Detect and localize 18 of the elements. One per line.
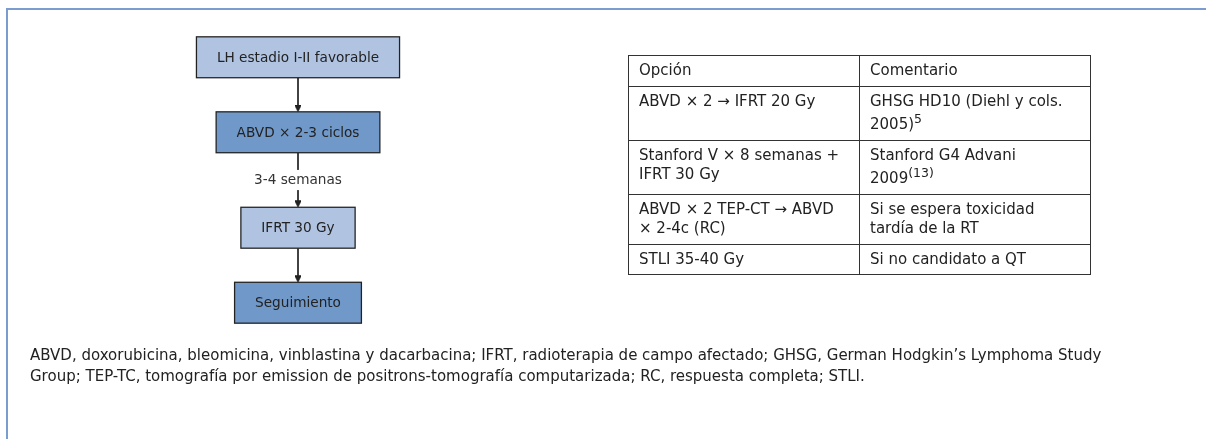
table-cell: Stanford V × 8 semanas + IFRT 30 Gy (628, 140, 860, 194)
table-cell: STLI 35-40 Gy (628, 244, 860, 275)
footnote-text: ABVD, doxorubicina, bleomicina, vinblastina y dacarbacina; IFRT, radioterapia de campo afectado; GHSG, German Hodgkin’s Lymphoma Study Group; TEP-TC, tomografía por emission de positrons-tomografía computarizada; RC, respuesta completa; STLI. (30, 345, 1103, 387)
table-cell: ABVD × 2 TEP-CT → ABVD × 2-4c (RC) (628, 194, 860, 244)
table-cell: Si se espera toxicidad tardía de la RT (859, 194, 1091, 244)
table-header: Opción (628, 55, 860, 86)
table-cell: ABVD × 2 → IFRT 20 Gy (628, 86, 860, 140)
table-cell: Stanford G4 Advani 2009$^{(13)}$ (859, 140, 1091, 194)
arrow (294, 247, 302, 283)
table-header: Comentario (859, 55, 1091, 86)
process-box: IFRT 30 Gy (240, 206, 356, 249)
arrow (294, 76, 302, 113)
edge-label: 3-4 semanas (254, 169, 342, 191)
process-box: ABVD × 2-3 ciclos (215, 111, 381, 154)
table-cell: Si no candidato a QT (859, 244, 1091, 275)
process-box: LH estadio I-II favorable (195, 36, 401, 79)
process-box: Seguimiento (233, 281, 363, 324)
table-cell: GHSG HD10 (Diehl y cols. 2005)$^{5}$ (859, 86, 1091, 140)
